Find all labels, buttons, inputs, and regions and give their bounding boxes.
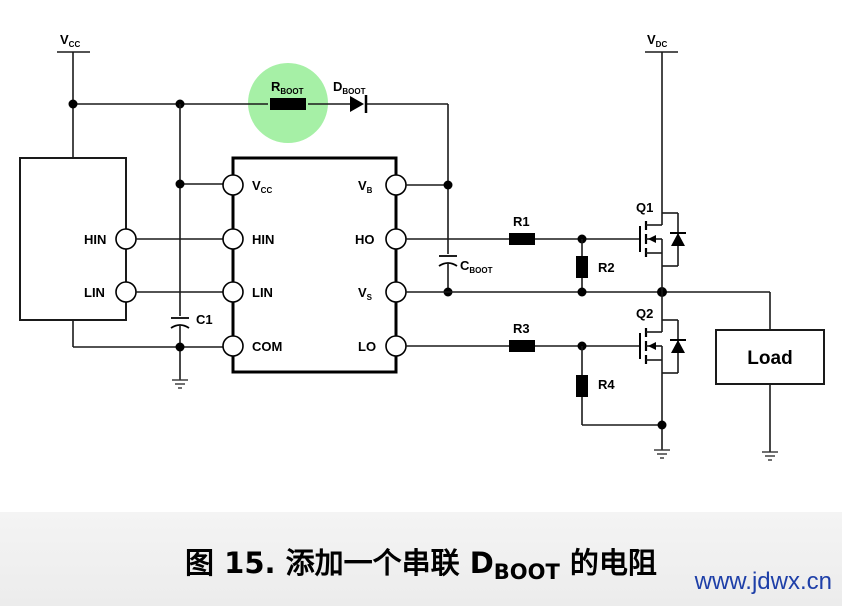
driver-hin-label: HIN xyxy=(252,232,274,247)
load-label: Load xyxy=(747,348,792,369)
driver-lo-label: LO xyxy=(358,339,376,354)
cboot-label: CBOOT xyxy=(460,258,493,275)
driver-pin-lo xyxy=(385,335,407,357)
driver-pin-lin xyxy=(222,281,244,303)
r2-label: R2 xyxy=(598,260,615,275)
dboot-diode xyxy=(350,95,368,113)
driver-pin-vb xyxy=(385,174,407,196)
driver-pin-vs xyxy=(385,281,407,303)
driver-vcc-label: VCC xyxy=(252,178,272,195)
r3-label: R3 xyxy=(513,321,530,336)
q2-mosfet xyxy=(639,292,686,459)
caption-background xyxy=(0,512,842,606)
vcc-rail xyxy=(57,51,449,254)
driver-ho-label: HO xyxy=(355,232,375,247)
driver-lin-label: LIN xyxy=(252,285,273,300)
driver-com-label: COM xyxy=(252,339,282,354)
q1-mosfet xyxy=(639,212,686,292)
vdc-label: VDC xyxy=(647,32,667,49)
r1-label: R1 xyxy=(513,214,530,229)
driver-ic-box xyxy=(231,156,398,374)
high-side-gate xyxy=(406,233,640,292)
driver-pin-com xyxy=(222,335,244,357)
driver-vs-label: VS xyxy=(358,285,373,302)
vcc-label: VCC xyxy=(60,32,80,49)
r4-label: R4 xyxy=(598,377,615,392)
cboot-branch xyxy=(406,180,458,297)
controller-pin-hin xyxy=(115,228,137,250)
driver-pin-hin xyxy=(222,228,244,250)
figure-caption: 图 15. 添加一个串联 DBOOT 的电阻 xyxy=(185,546,657,584)
q1-label: Q1 xyxy=(636,200,653,215)
vs-node xyxy=(406,287,771,330)
driver-vb-label: VB xyxy=(358,178,373,195)
rboot-label: RBOOT xyxy=(271,79,304,96)
driver-pin-ho xyxy=(385,228,407,250)
controller-pin-lin xyxy=(115,281,137,303)
controller-box xyxy=(19,157,127,321)
driver-pin-vcc xyxy=(222,174,244,196)
controller-lin-label: LIN xyxy=(84,285,105,300)
controller-hin-label: HIN xyxy=(84,232,106,247)
rboot-resistor xyxy=(270,98,306,110)
q2-label: Q2 xyxy=(636,306,653,321)
low-side-gate xyxy=(406,340,662,426)
c1-branch xyxy=(170,104,224,389)
c1-label: C1 xyxy=(196,312,213,327)
dboot-label: DBOOT xyxy=(333,79,366,96)
watermark: www.jdwx.cn xyxy=(694,568,832,595)
